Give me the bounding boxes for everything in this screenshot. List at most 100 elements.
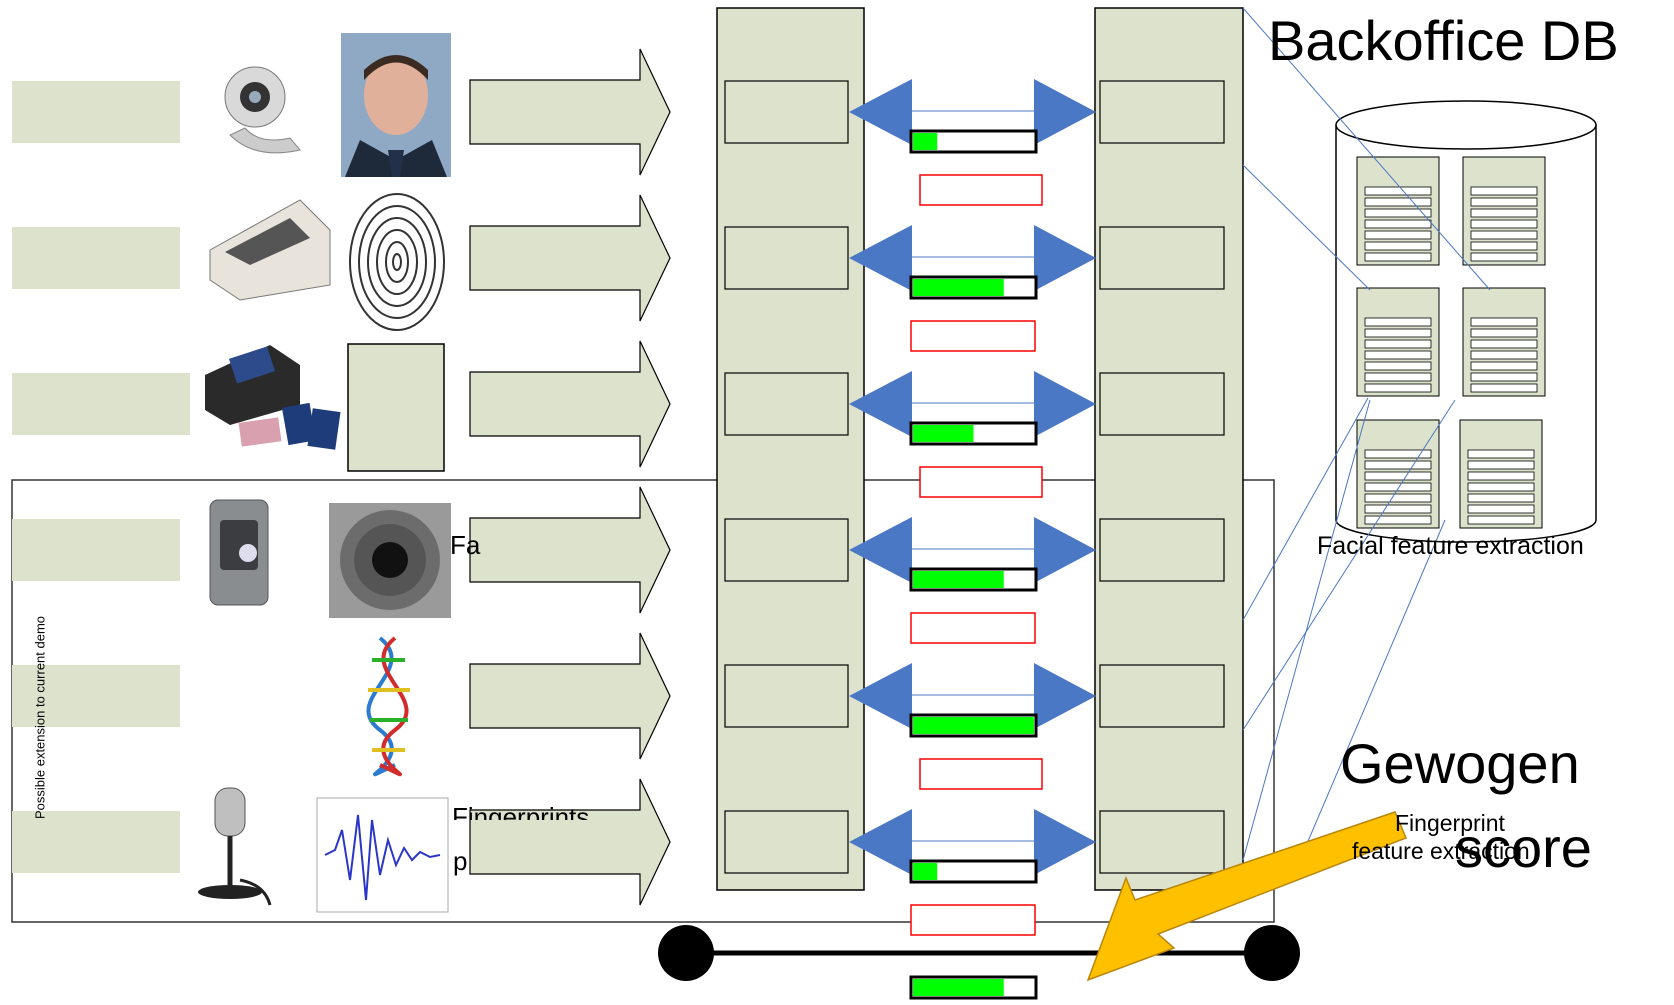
db-record-line: [1470, 372, 1538, 382]
db-record-line: [1467, 493, 1535, 503]
db-record-line: [1467, 482, 1535, 492]
db-record-line: [1364, 383, 1432, 393]
score-title-line2: score: [1455, 816, 1592, 879]
score-bar-frame: [909, 859, 1038, 884]
final-score-fill: [913, 979, 1004, 996]
input-arrow: [469, 486, 671, 614]
feature-box: [724, 664, 849, 728]
db-record-line: [1470, 230, 1538, 240]
db-record-line: [1364, 515, 1432, 525]
db-record-line: [1470, 350, 1538, 360]
comparison-arrow-right: [1034, 517, 1096, 583]
db-record-line: [1470, 219, 1538, 229]
voice-waveform-icon: [316, 797, 449, 913]
db-record-line: [1364, 241, 1432, 251]
db-record-line: [1364, 504, 1432, 514]
db-record-line: [1470, 197, 1538, 207]
feature-box: [724, 810, 849, 874]
weighted-score-arrow: [1086, 811, 1407, 982]
passport-page-icon: [347, 343, 445, 472]
face-photo-icon: [341, 33, 451, 177]
db-caption: Facial feature extraction: [1317, 532, 1584, 560]
db-record-line: [1364, 219, 1432, 229]
score-title-line1: Gewogen: [1340, 732, 1580, 795]
template-box: [1099, 810, 1225, 874]
score-bar-fill: [913, 425, 974, 442]
threshold-box: [919, 466, 1043, 498]
db-record-line: [1470, 361, 1538, 371]
modality-label-panel: [12, 227, 180, 289]
passport-reader-icon: [205, 345, 341, 450]
comparison-arrow-left: [849, 663, 912, 729]
db-record-line: [1364, 230, 1432, 240]
threshold-box: [919, 174, 1043, 206]
db-record-line: [1467, 504, 1535, 514]
partial-text-voice-line1: Fingerprints: [452, 802, 590, 820]
db-record-line: [1364, 361, 1432, 371]
db-record-line: [1364, 328, 1432, 338]
db-record-line: [1364, 317, 1432, 327]
threshold-box: [910, 320, 1036, 352]
fusion-bus: [658, 925, 1300, 981]
final-score-bar: [909, 975, 1038, 1000]
feature-box: [724, 518, 849, 582]
comparison-arrow-left: [849, 517, 912, 583]
db-record-line: [1467, 449, 1535, 459]
fingerprint-scanner-icon: [209, 199, 331, 301]
input-arrow: [469, 632, 671, 760]
score-bar-fill: [913, 133, 938, 150]
db-record-line: [1364, 482, 1432, 492]
db-record-line: [1470, 317, 1538, 327]
template-box: [1099, 226, 1225, 290]
db-record-line: [1364, 208, 1432, 218]
backoffice-database-icon: [1335, 100, 1597, 543]
matching-column: [1094, 7, 1244, 891]
template-box: [1099, 518, 1225, 582]
score-bar-fill: [913, 571, 1004, 588]
db-record-line: [1470, 208, 1538, 218]
modality-label-panel: [12, 81, 180, 143]
db-record-line: [1364, 252, 1432, 262]
db-record-line: [1470, 241, 1538, 251]
db-record-line: [1364, 339, 1432, 349]
comparison-arrow-right: [1034, 663, 1096, 729]
left-panels: [12, 81, 190, 873]
comparison-arrow-left: [849, 371, 912, 437]
threshold-box: [910, 904, 1036, 936]
comparison-arrow-right: [1034, 79, 1096, 145]
comparison-arrow-left: [849, 225, 912, 291]
comparison-arrow-right: [1034, 371, 1096, 437]
backoffice-db-title: Backoffice DB: [1268, 9, 1619, 72]
db-record-line: [1364, 197, 1432, 207]
feature-box: [724, 372, 849, 436]
dna-helix-icon: [366, 636, 410, 777]
fingerprint-icon: [349, 193, 445, 331]
template-box: [1099, 80, 1225, 144]
input-arrows: [469, 48, 671, 906]
db-record-line: [1467, 460, 1535, 470]
fingerprint-caption-line1: Fingerprint: [1395, 810, 1505, 836]
comparison-arrow-right: [1034, 809, 1096, 875]
connector-lines: [1242, 7, 1491, 861]
modality-label-panel: [12, 811, 180, 873]
db-record-line: [1467, 515, 1535, 525]
db-record-line: [1364, 449, 1432, 459]
modality-label-panel: [12, 519, 180, 581]
db-record-line: [1470, 339, 1538, 349]
comparison-rows: [724, 79, 1225, 936]
db-record-line: [1470, 328, 1538, 338]
db-record-line: [1364, 186, 1432, 196]
score-bar-fill: [913, 863, 938, 880]
comparison-arrow-left: [849, 809, 912, 875]
score-bar-fill: [913, 717, 1034, 734]
microphone-icon: [198, 787, 272, 906]
comparison-arrow-left: [849, 79, 912, 145]
threshold-box: [910, 612, 1036, 644]
fingerprint-caption-line2: feature extraction: [1352, 838, 1530, 864]
extension-label: Possible extension to current demo: [32, 615, 48, 820]
iris-scanner-icon: [209, 499, 269, 606]
template-box: [1099, 664, 1225, 728]
feature-box: [724, 80, 849, 144]
input-arrow: [469, 48, 671, 176]
